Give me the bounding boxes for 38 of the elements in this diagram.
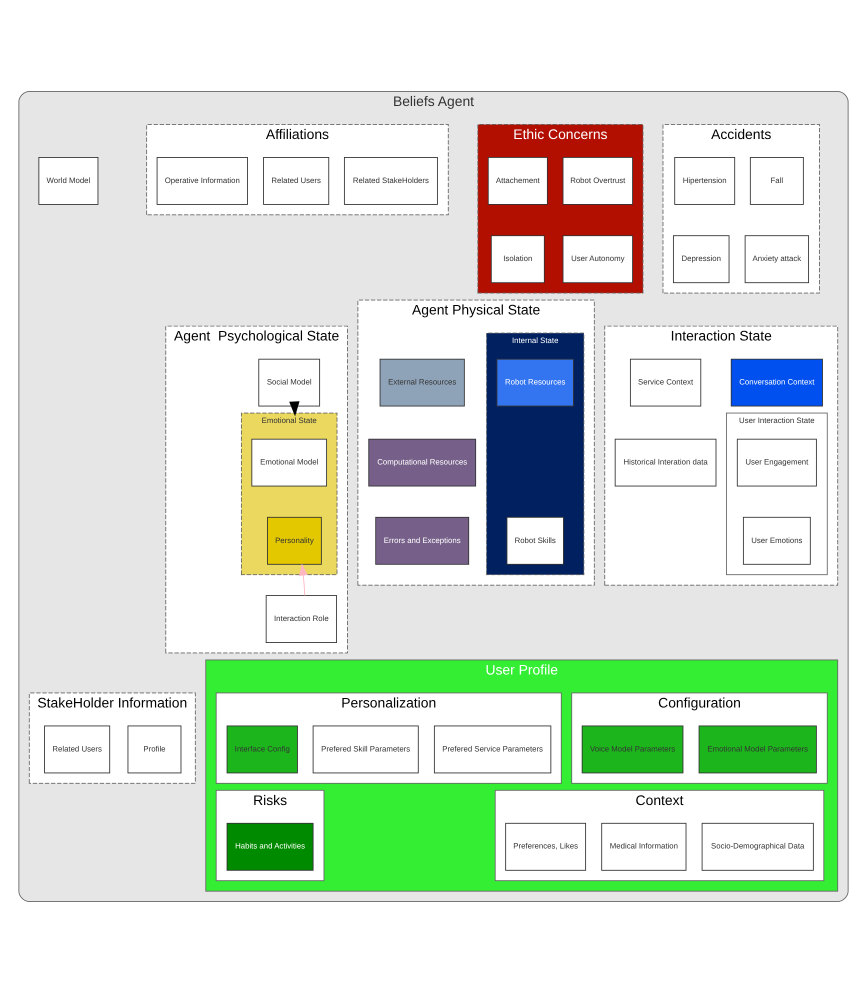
node-box: Prefered Skill Parameters (312, 726, 419, 774)
node-box: Related Users (263, 157, 330, 205)
node-box: Robot Skills (506, 516, 564, 565)
node-box: Conversation Context (730, 358, 823, 407)
node-box: Emotional Model Parameters (698, 726, 817, 774)
arrow (299, 563, 308, 596)
node-box: User Autonomy (562, 235, 633, 284)
node-box: Service Context (630, 358, 702, 407)
node-box: Attachement (488, 157, 548, 205)
node-box: Profile (128, 726, 182, 774)
node-box: Medical Information (601, 822, 686, 871)
arrow (289, 401, 300, 416)
node-box: Related Users (44, 726, 110, 774)
node-box: Isolation (490, 235, 545, 284)
node-box: Errors and Exceptions (375, 516, 470, 565)
node-box: Voice Model Parameters (582, 726, 684, 774)
node-box: Hipertension (674, 157, 736, 205)
node-box: Prefered Service Parameters (434, 726, 552, 774)
node-box: Preferences, Likes (505, 822, 586, 871)
node-box: Anxiety attack (744, 235, 810, 284)
node-box: Related StakeHolders (344, 157, 438, 205)
node-box: Robot Overtrust (562, 157, 633, 205)
node-box: Habits and Activities (226, 822, 314, 871)
node-box: External Resources (380, 358, 465, 407)
node-box: Emotional Model (251, 438, 328, 486)
node-box: Depression (672, 235, 730, 284)
node-box: Socio-Demographical Data (702, 822, 814, 871)
node-box: Historical Interation data (614, 438, 716, 486)
node-box: World Model (38, 157, 98, 205)
node-box: Operative Information (156, 157, 248, 205)
node-box: Personality (267, 516, 322, 565)
node-box: User Emotions (742, 516, 811, 565)
node-box: Interaction Role (266, 595, 338, 643)
node-box: Computational Resources (368, 438, 476, 486)
node-box: Robot Resources (496, 358, 574, 407)
node-box: Fall (750, 157, 804, 205)
node-box: User Engagement (736, 438, 817, 486)
node-box: Interface Config (226, 726, 298, 774)
